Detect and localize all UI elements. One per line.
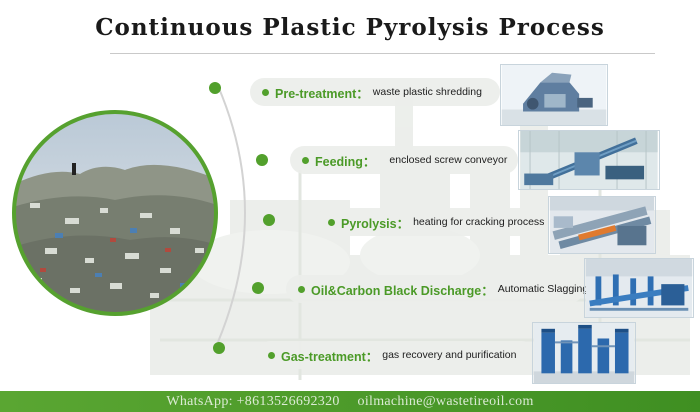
- timeline-dot: [256, 154, 268, 166]
- bullet-dot: [328, 218, 335, 226]
- step-label: Pyrolysis：: [341, 216, 410, 231]
- title-divider: [110, 53, 655, 54]
- step-description: heating for cracking process: [413, 216, 545, 228]
- step-description: gas recovery and purification: [382, 349, 517, 361]
- timeline-dot: [263, 214, 275, 226]
- whatsapp-contact[interactable]: WhatsApp: +8613526692320: [166, 394, 340, 409]
- screw-conveyor-image: [518, 130, 660, 190]
- step-gas-treatment: Gas-treatment： gas recovery and purifica…: [256, 341, 536, 369]
- timeline-dot: [209, 82, 221, 94]
- contact-info: WhatsApp: +8613526692320 oilmachine@wast…: [0, 391, 700, 412]
- step-label: Pre-treatment：: [275, 86, 369, 101]
- bullet-dot: [302, 156, 309, 164]
- step-pretreatment: Pre-treatment： waste plastic shredding: [250, 78, 500, 106]
- bullet-dot: [262, 88, 269, 96]
- step-label: Gas-treatment：: [281, 349, 379, 364]
- step-description: enclosed screw conveyor: [389, 154, 508, 166]
- step-label: Feeding：: [315, 154, 376, 169]
- discharge-system-image: [584, 258, 694, 318]
- page-title: Continuous Plastic Pyrolysis Process: [95, 14, 605, 41]
- waste-plastic-photo: [12, 110, 218, 316]
- timeline-dot: [213, 342, 225, 354]
- shredder-machine-image: [500, 64, 608, 126]
- step-description: waste plastic shredding: [372, 86, 482, 98]
- email-contact[interactable]: oilmachine@wastetireoil.com: [357, 394, 534, 409]
- bullet-dot: [298, 285, 305, 293]
- bullet-dot: [268, 351, 275, 359]
- step-pyrolysis: Pyrolysis： heating for cracking process: [316, 208, 548, 236]
- step-label: Oil&Carbon Black Discharge：: [311, 283, 494, 298]
- step-discharge: Oil&Carbon Black Discharge： Automatic Sl…: [286, 275, 588, 303]
- gas-treatment-image: [532, 322, 636, 384]
- contact-footer: WhatsApp: +8613526692320 oilmachine@wast…: [0, 391, 700, 412]
- step-feeding: Feeding： enclosed screw conveyor: [290, 146, 518, 174]
- timeline-dot: [252, 282, 264, 294]
- step-description: Automatic Slagging: [497, 283, 589, 295]
- pyrolysis-reactor-image: [548, 196, 656, 254]
